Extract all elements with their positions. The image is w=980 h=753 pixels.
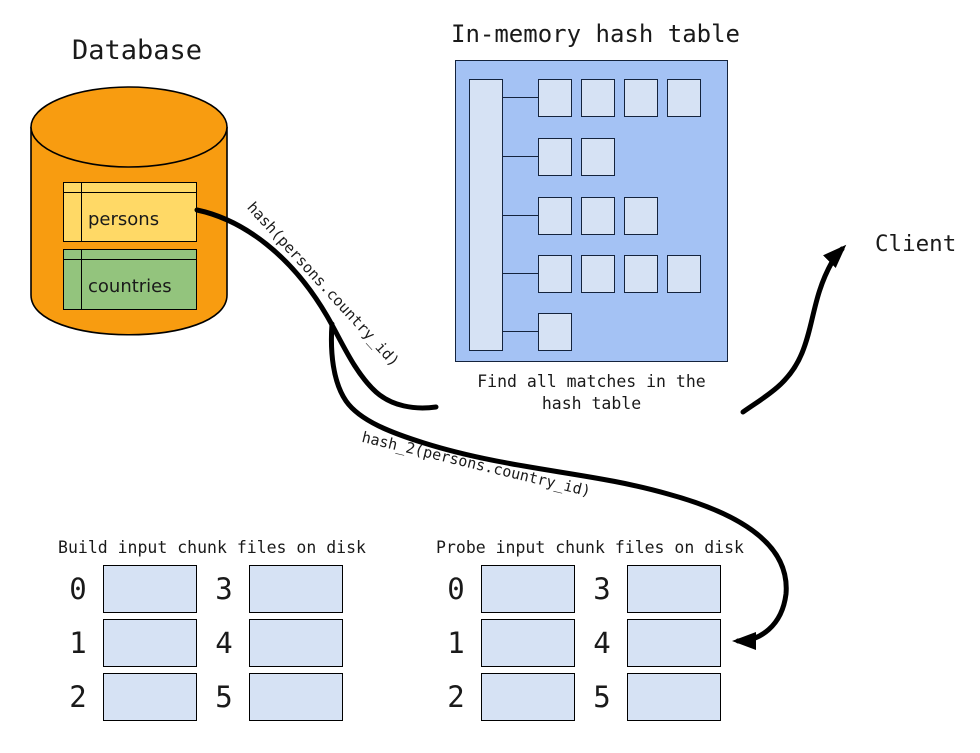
chunk-label-1: 1 [69, 626, 87, 660]
hash-bucket-cell [581, 138, 615, 176]
hash-bucket-cell [581, 197, 615, 235]
bucket-connector-line [503, 97, 538, 98]
probe-chunks-title: Probe input chunk files on disk [436, 538, 744, 557]
hash-bucket-cell [538, 255, 572, 293]
chunk-box-5 [627, 673, 721, 721]
hash-bucket-cell [581, 255, 615, 293]
database-cylinder-top [30, 86, 228, 168]
hash-table-title: In-memory hash table [451, 20, 740, 48]
probe-chunks-panel: Probe input chunk files on disk 0 1 2 3 … [420, 538, 760, 730]
hash-bucket-rows [456, 61, 727, 361]
chunk-label-2: 2 [447, 680, 465, 714]
bucket-connector-line [503, 273, 538, 274]
chunk-label-4: 4 [215, 626, 233, 660]
chunk-label-5: 5 [215, 680, 233, 714]
table-leftcol-strip [81, 183, 82, 241]
chunk-label-3: 3 [593, 572, 611, 606]
chunk-box-1 [481, 619, 575, 667]
hash-bucket-cell [667, 255, 701, 293]
hash-bucket-cell [624, 255, 658, 293]
database-title: Database [72, 35, 203, 66]
build-chunks-title: Build input chunk files on disk [58, 538, 366, 557]
countries-table: countries [63, 249, 197, 310]
chunk-label-5: 5 [593, 680, 611, 714]
caption-line-2: hash table [541, 394, 642, 413]
hash-bucket-cell [538, 138, 572, 176]
hash-bucket-cell [624, 79, 658, 117]
chunk-label-4: 4 [593, 626, 611, 660]
hash-bucket-cell [538, 79, 572, 117]
caption-line-1: Find all matches in the [477, 372, 706, 391]
persons-table: persons [63, 182, 197, 242]
bucket-array [469, 79, 503, 351]
chunk-label-1: 1 [447, 626, 465, 660]
hash-bucket-cell [667, 79, 701, 117]
chunk-label-2: 2 [69, 680, 87, 714]
hash-bucket-cell [581, 79, 615, 117]
chunk-box-0 [481, 565, 575, 613]
client-label: Client [875, 231, 957, 257]
table-header-strip [64, 259, 196, 260]
chunk-box-1 [103, 619, 197, 667]
hash-bucket-cell [538, 197, 572, 235]
chunk-box-5 [249, 673, 343, 721]
chunk-box-4 [627, 619, 721, 667]
chunk-label-3: 3 [215, 572, 233, 606]
chunk-box-0 [103, 565, 197, 613]
bucket-connector-line [503, 156, 538, 157]
table-header-strip [64, 192, 196, 193]
table-leftcol-strip [81, 250, 82, 309]
countries-table-label: countries [88, 276, 172, 297]
chunk-box-2 [103, 673, 197, 721]
chunk-label-0: 0 [69, 572, 87, 606]
chunk-box-4 [249, 619, 343, 667]
bucket-connector-line [503, 331, 538, 332]
build-chunks-panel: Build input chunk files on disk 0 1 2 3 … [42, 538, 382, 730]
chunk-label-0: 0 [447, 572, 465, 606]
chunk-box-3 [627, 565, 721, 613]
bucket-connector-line [503, 215, 538, 216]
chunk-box-3 [249, 565, 343, 613]
hash-bucket-cell [538, 313, 572, 351]
hash-table-caption: Find all matches in the hash table [455, 371, 728, 415]
chunk-box-2 [481, 673, 575, 721]
persons-table-label: persons [88, 209, 160, 230]
hash-table-box [455, 60, 728, 362]
hash-bucket-cell [624, 197, 658, 235]
